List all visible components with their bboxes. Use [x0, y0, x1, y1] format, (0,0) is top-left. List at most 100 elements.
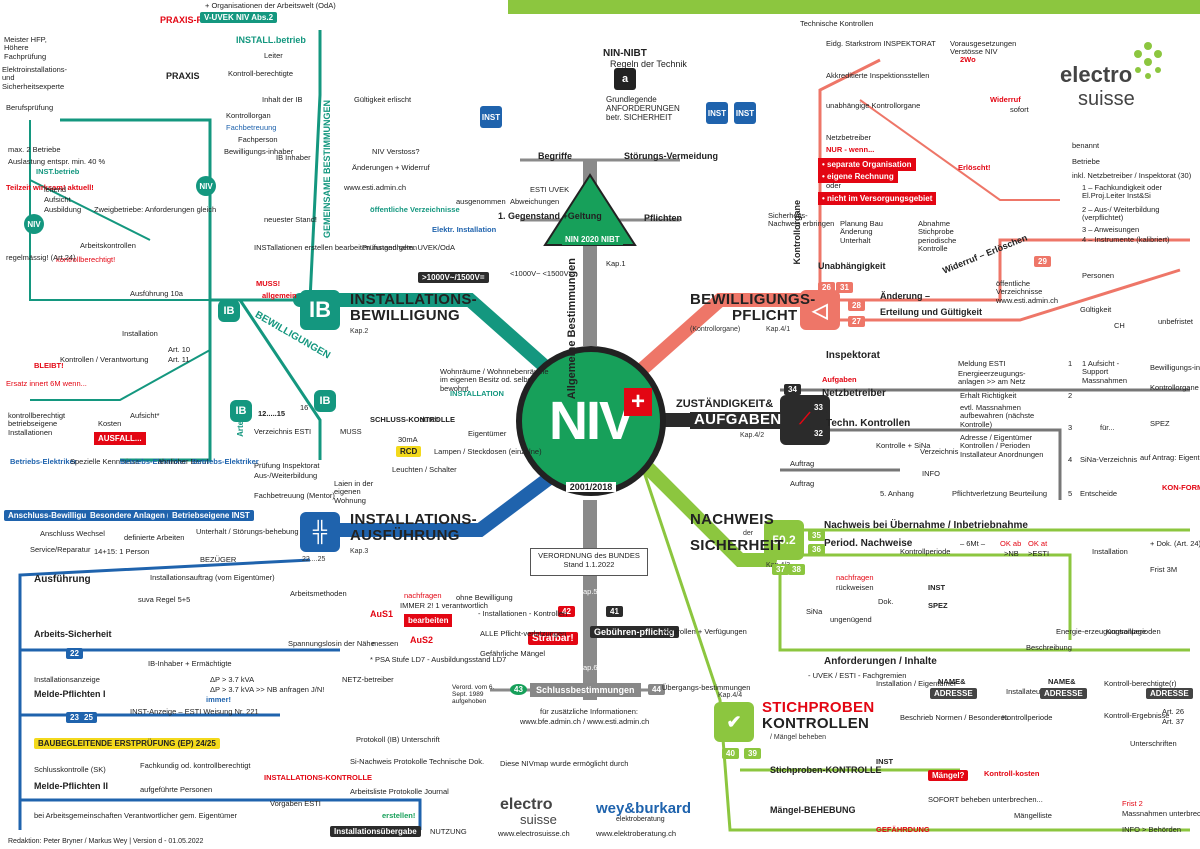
- ok-at-label: OK at: [1028, 539, 1048, 548]
- netzbetreiber-right-label: Netzbetreiber: [826, 133, 872, 142]
- ib-small-badge-1[interactable]: IB: [218, 300, 240, 322]
- niv-small-badge-2[interactable]: NIV: [24, 214, 44, 234]
- schlussbestimmungen-bar: Schlussbestimmungen: [530, 683, 641, 697]
- num4-label: 4: [1068, 455, 1073, 464]
- niv-center-hub[interactable]: NIV + 2001/2018: [516, 346, 666, 496]
- num39-chip: 39: [744, 748, 761, 759]
- netz-betreiber-label: NETZ-betreiber: [342, 675, 394, 684]
- num1-label: 1: [1068, 359, 1073, 368]
- sina-verz-label: SiNa-Verzeichnis: [1080, 455, 1138, 464]
- strafbar-chip[interactable]: Strafbar!: [528, 632, 578, 645]
- aufsicht-label: Aufsicht: [44, 195, 71, 204]
- fuer-label: für...: [1100, 423, 1115, 432]
- kontrollorgan-label: Kontrollorgan: [226, 111, 271, 120]
- niv-small-badge-1[interactable]: NIV: [196, 176, 216, 196]
- inspektorat-label: Inspektorat: [826, 350, 880, 361]
- unterhalt-label: Unterhalt / Störungs-behebung: [196, 527, 299, 536]
- stichproben-badge-icon[interactable]: ✔: [714, 702, 754, 742]
- stichproben-title-2: KONTROLLEN: [762, 715, 870, 732]
- oeffentliche-right-label: öffentliche Verzeichnisse www.esti.admin…: [996, 279, 1059, 305]
- aus1-label: AuS1: [370, 609, 394, 619]
- betriebseigene-chip[interactable]: Betriebseigene INST: [168, 510, 254, 521]
- install-betrieb-label: INSTALL.betrieb: [236, 35, 306, 45]
- regeln-3: Grundlegende ANFORDERUNGEN betr. SICHERH…: [606, 95, 680, 122]
- praxis-note: + Organisationen der Arbeitswelt (OdA): [205, 1, 336, 10]
- spezielle-label: Spezielle Kenntnisse: [70, 457, 140, 466]
- top-accent-bar: [508, 0, 1200, 14]
- num33-chip: 33: [810, 402, 827, 413]
- wohnraeume-label: Wohnräume / Wohnnebenräume im eigenen Be…: [440, 367, 549, 393]
- gebuehren-chip[interactable]: Gebühren-pflichtig: [590, 626, 679, 638]
- stichproben-kontrolle-label: Stichproben-KONTROLLE: [770, 765, 882, 775]
- person14-label: 14+15: 1 Person: [94, 547, 150, 556]
- immer2-label: immer!: [206, 695, 232, 704]
- aufsicht-support-label: 1 Aufsicht - Support Massnahmen: [1082, 359, 1128, 385]
- leuchten-label: Leuchten / Schalter: [392, 465, 457, 474]
- erstellen-label: erstellen!: [382, 811, 416, 820]
- planung-label: Planung Bau Änderung Unterhalt: [840, 219, 883, 245]
- rueckweisen-label: rückweisen: [836, 583, 874, 592]
- p37-label-2: ΔP > 3.7 kVA: [210, 685, 255, 694]
- num42-chip: 42: [558, 606, 575, 617]
- num35-chip: 35: [808, 530, 825, 541]
- kontrollen-verfuegungen-label: Kontrollen + Verfügungen: [662, 627, 747, 636]
- melde2-label: Melde-Pflichten II: [34, 781, 109, 791]
- ohne-bewilligung-label: ohne Bewilligung: [456, 593, 513, 602]
- pflichten-label: Pflichten: [644, 213, 683, 223]
- ib-small-badge-3[interactable]: IB: [314, 390, 336, 412]
- gueltigkeit-right-label: Gültigkeit: [1080, 305, 1112, 314]
- auslastung-label: Auslastung entspr. min. 40 %: [8, 157, 106, 166]
- unabhaengigkeit-label: Unabhängigkeit: [818, 261, 886, 271]
- map-credit-label: Diese NIVmap wurde ermöglicht durch: [500, 759, 629, 768]
- bewilligungspflicht-badge-icon[interactable]: ◁: [800, 290, 840, 330]
- protokoll-label: Protokoll (IB) Unterschrift: [356, 735, 440, 744]
- ausfuehrung-title-2: AUSFÜHRUNG: [350, 527, 460, 544]
- num22-chip: 22: [66, 648, 83, 659]
- www-bfe-label: www.bfe.admin.ch / www.esti.admin.ch: [520, 717, 650, 726]
- nb-label: >NB: [1004, 549, 1019, 558]
- ausfuehrung-badge-icon[interactable]: ╬: [300, 512, 340, 552]
- verordnung-line1: VERORDNUNG des BUNDES: [538, 551, 640, 560]
- nachweis-title-1: NACHWEIS: [690, 511, 775, 528]
- num36-chip: 36: [808, 544, 825, 555]
- anschluss-bewilligung-chip[interactable]: Anschluss-Bewilligung: [4, 510, 101, 521]
- naehe-label: in der Nähe: [336, 639, 375, 648]
- kontrollperioden-label: Kontrollperioden: [1106, 627, 1161, 636]
- kap1-label: Kap.1: [606, 259, 626, 268]
- num26-chip: 26: [818, 282, 835, 293]
- ib-inhaber-label: IB Inhaber: [276, 153, 311, 162]
- aufgefuehrte-label: aufgeführte Personen: [140, 785, 213, 794]
- sm-label: – 6Mt –: [960, 539, 986, 548]
- ib-small-badge-2[interactable]: IB: [230, 400, 252, 422]
- fachbetreuung-mentor-label: Fachbetreuung (Mentor): [254, 491, 335, 500]
- num28-chip: 28: [848, 300, 865, 311]
- maengel-behebung-label: Mängel-BEHEBUNG: [770, 805, 856, 815]
- betriebs-elektriker-1: Betriebs-Elektriker: [10, 457, 77, 466]
- voltage-high-chip: >1000V~/1500V=: [418, 272, 489, 283]
- sechzehn-label: 16: [300, 403, 309, 412]
- adresse-chip-2: ADRESSE: [1040, 688, 1087, 699]
- swiss-cross-icon: +: [624, 388, 652, 416]
- gefaehrdung-label: GEFÄHRDUNG: [876, 825, 930, 834]
- messen-label: messen: [372, 639, 399, 648]
- ib-badge[interactable]: IB: [300, 290, 340, 330]
- bewilligungs-inhaber-right: Bewilligungs-inhaber: [1150, 363, 1200, 372]
- besondere-anlagen-chip[interactable]: Besondere Anlagen (INST): [86, 510, 195, 521]
- inst-nachweis-label: INST: [928, 583, 946, 592]
- ok-ab-label: OK ab: [1000, 539, 1022, 548]
- baubegleitende-chip: BAUBEGLEITENDE ERSTPRÜFUNG (EP) 24/25: [34, 738, 220, 749]
- wey-logo: wey&burkard: [596, 800, 692, 817]
- kontrollen-verantwortung-label: Kontrollen / Verantwortung: [60, 355, 149, 364]
- stichproben-sub: / Mängel beheben: [770, 734, 827, 741]
- bewilligungspflicht-sub: (Kontrollorgane): [690, 326, 741, 333]
- kontroll-ergebnisse-label: Kontroll-Ergebnisse: [1104, 711, 1170, 720]
- installationen-kontrollen-label: - Installationen - Kontrollen: [478, 609, 568, 618]
- zweigbetriebe-label: Zweigbetriebe: Anforderungen gleich: [94, 205, 217, 214]
- adresse-chip-3: ADRESSE: [1146, 688, 1193, 699]
- allgemein-label: allgemein: [262, 291, 297, 300]
- kap6-label: Kap.6: [578, 663, 598, 672]
- aufgaben-label: Aufgaben: [822, 375, 857, 384]
- nachweis-badge[interactable]: 50.2: [764, 520, 804, 560]
- num27-chip: 27: [848, 316, 865, 327]
- massnahmen-stich-label: Massnahmen unterbrechen: [1122, 809, 1200, 818]
